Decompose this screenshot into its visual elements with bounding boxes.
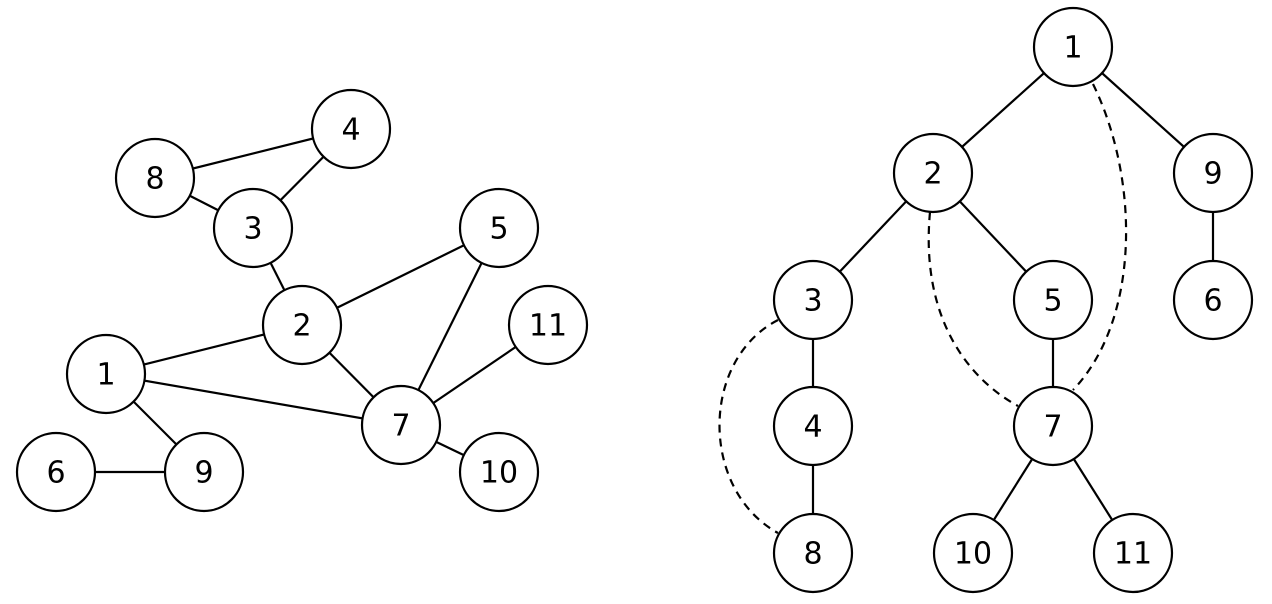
tree-node-circle (772, 259, 854, 341)
graph-node-label: 10 (480, 456, 518, 491)
graph-node-9: 9 (163, 431, 245, 513)
graph-node-label: 3 (243, 212, 262, 247)
tree-node-label: 11 (1114, 537, 1152, 572)
graph-node-4: 4 (310, 88, 392, 170)
graph-node-label: 5 (489, 212, 508, 247)
tree-node-10: 10 (932, 512, 1014, 594)
tree-node-circle (892, 132, 974, 214)
tree-node-2: 2 (892, 132, 974, 214)
tree-node-label: 5 (1043, 284, 1062, 319)
graph-node-circle (163, 431, 245, 513)
graph-node-1: 1 (65, 333, 147, 415)
graph-node-label: 2 (292, 309, 311, 344)
graph-node-2: 2 (261, 284, 343, 366)
tree-back-edge-2-7 (927, 211, 1019, 407)
tree-node-label: 3 (803, 284, 822, 319)
tree-node-circle (1172, 259, 1254, 341)
tree-node-circle (772, 512, 854, 594)
tree-node-label: 7 (1043, 410, 1062, 445)
graph-node-circle (310, 88, 392, 170)
tree-node-label: 10 (954, 537, 992, 572)
tree-node-circle (1012, 385, 1094, 467)
graph-nodes: 1 2 3 4 5 6 7 8 9 10 11 (15, 88, 589, 513)
graph-node-label: 1 (96, 358, 115, 393)
tree-node-label: 4 (803, 410, 822, 445)
graph-node-label: 9 (194, 456, 213, 491)
graph-node-circle (212, 187, 294, 269)
graph-node-label: 11 (529, 309, 567, 344)
tree-node-3: 3 (772, 259, 854, 341)
tree-back-edge-1-7 (1072, 83, 1128, 391)
tree-node-label: 1 (1063, 31, 1082, 66)
graph-node-circle (261, 284, 343, 366)
tree-node-circle (1092, 512, 1174, 594)
graph-node-circle (65, 333, 147, 415)
graph-node-circle (360, 384, 442, 466)
tree-node-circle (1172, 132, 1254, 214)
tree-node-1: 1 (1032, 6, 1114, 88)
tree-node-label: 6 (1203, 284, 1222, 319)
graph-node-7: 7 (360, 384, 442, 466)
tree-nodes: 1 2 9 3 5 6 4 7 8 10 11 (772, 6, 1254, 594)
graph-node-3: 3 (212, 187, 294, 269)
graph-node-5: 5 (458, 187, 540, 269)
graph-node-circle (458, 431, 540, 513)
graph-node-6: 6 (15, 431, 97, 513)
tree-node-label: 9 (1203, 157, 1222, 192)
tree-node-4: 4 (772, 385, 854, 467)
tree-back-edge-3-8 (718, 319, 779, 534)
graph-node-11: 11 (507, 284, 589, 366)
graph-node-circle (458, 187, 540, 269)
graph-node-8: 8 (114, 137, 196, 219)
tree-node-circle (1012, 259, 1094, 341)
graph-node-label: 8 (145, 162, 164, 197)
graph-node-circle (15, 431, 97, 513)
tree-node-7: 7 (1012, 385, 1094, 467)
graph-node-circle (114, 137, 196, 219)
tree-node-5: 5 (1012, 259, 1094, 341)
tree-node-9: 9 (1172, 132, 1254, 214)
graph-node-label: 6 (46, 456, 65, 491)
tree-node-circle (932, 512, 1014, 594)
tree-node-11: 11 (1092, 512, 1174, 594)
tree-node-label: 8 (803, 537, 822, 572)
graph-node-10: 10 (458, 431, 540, 513)
tree-node-8: 8 (772, 512, 854, 594)
graph-node-label: 4 (341, 113, 360, 148)
graph-edge-1-7 (105, 372, 402, 427)
graph-node-label: 7 (391, 409, 410, 444)
tree-node-circle (772, 385, 854, 467)
tree-node-6: 6 (1172, 259, 1254, 341)
tree-node-circle (1032, 6, 1114, 88)
graph-node-circle (507, 284, 589, 366)
tree-node-label: 2 (923, 157, 942, 192)
